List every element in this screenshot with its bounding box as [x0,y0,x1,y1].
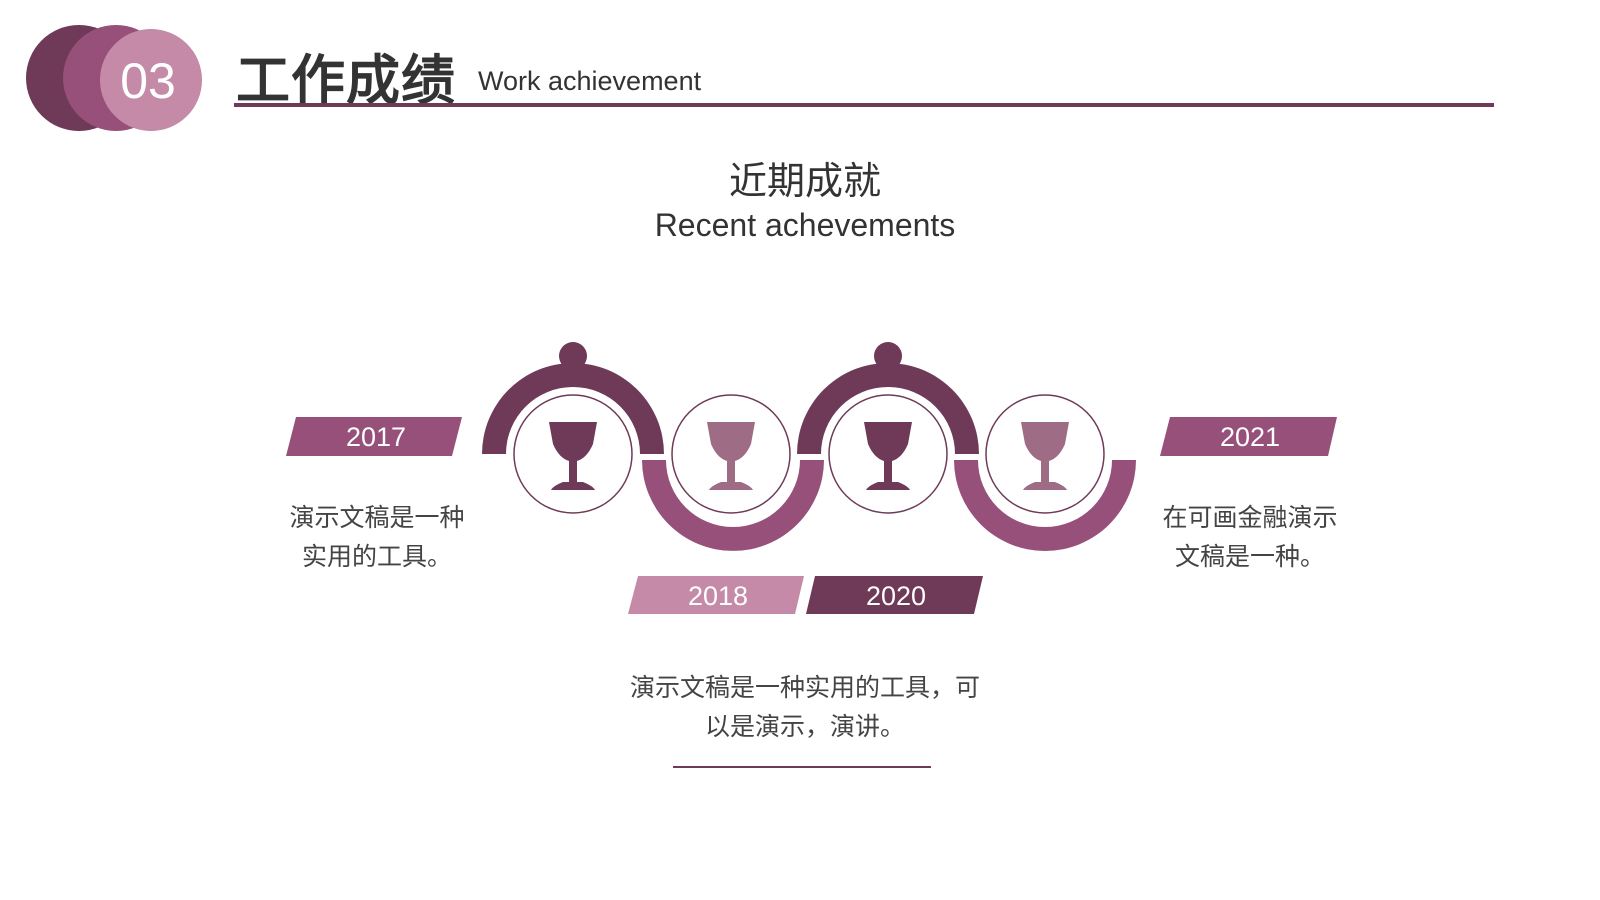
right-description-line: 文稿是一种。 [1174,542,1325,571]
right-description: 在可画金融演示 文稿是一种。 [1135,498,1365,576]
upper-arc-2 [797,363,979,454]
page-title: 工作成绩 [236,49,456,112]
arc-knob-2 [874,342,902,370]
arc-knob-1 [559,342,587,370]
center-description-line: 演示文稿是一种实用的工具，可 [629,673,980,702]
lower-arc-2 [954,460,1136,551]
left-description: 演示文稿是一种 实用的工具。 [262,498,492,576]
left-description-line: 实用的工具。 [301,542,452,571]
year-label-2017: 2017 [345,422,407,452]
right-description-line: 在可画金融演示 [1162,503,1338,532]
header-divider [234,103,1494,107]
year-banner-2017 [286,417,462,456]
center-description-line: 以是演示，演讲。 [704,712,905,741]
header-badge [26,25,202,131]
lower-arc-1 [642,460,824,551]
year-banner-2021 [1160,417,1337,456]
upper-arc-1 [482,363,664,454]
year-label-2020: 2020 [865,581,927,611]
section-number: 03 [120,53,176,109]
page-subtitle: Work achievement [478,66,702,96]
section-title-en: Recent achevements [654,207,956,243]
badge-circle-light [100,29,202,131]
center-divider [673,766,931,768]
left-description-line: 演示文稿是一种 [289,503,465,532]
center-description: 演示文稿是一种实用的工具，可 以是演示，演讲。 [580,668,1030,746]
year-label-2021: 2021 [1219,422,1281,452]
year-label-2018: 2018 [687,581,749,611]
year-banner-2020 [806,576,983,614]
year-banner-2018 [628,576,804,614]
section-title-zh: 近期成就 [728,159,881,203]
